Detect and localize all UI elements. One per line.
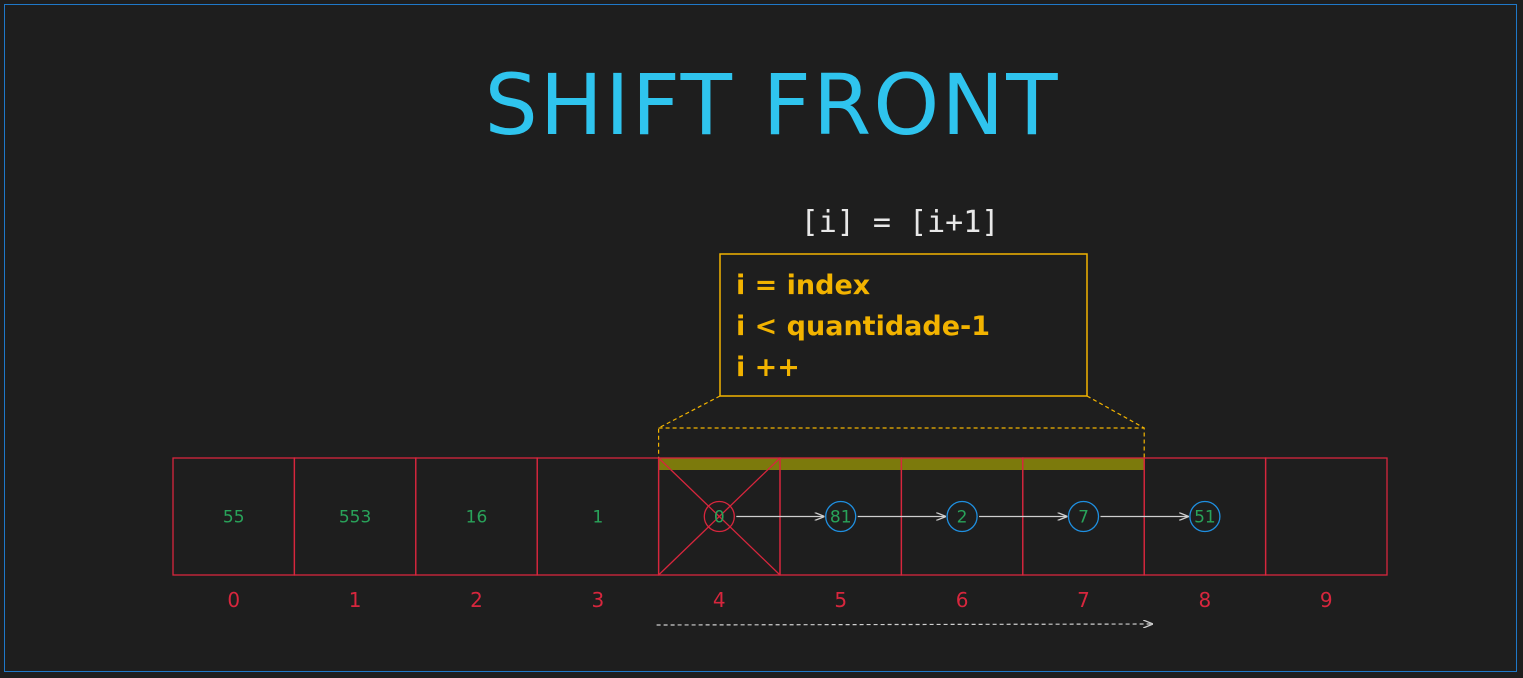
array-index-3: 3: [592, 588, 605, 612]
range-bracket-right: [1086, 395, 1145, 458]
array-value-6: 2: [957, 508, 968, 528]
shift-circle-6: [946, 500, 978, 533]
shift-circle-7: [1067, 500, 1100, 533]
iteration-direction-arrow: [656, 624, 1153, 625]
array-index-2: 2: [470, 588, 483, 612]
loop-box: [719, 253, 1088, 397]
array-index-8: 8: [1199, 588, 1212, 612]
array-value-3: 1: [592, 508, 603, 528]
shift-formula: [i] = [i+1]: [801, 205, 1000, 240]
canvas-frame: [4, 4, 1517, 672]
array-value-1: 553: [339, 508, 371, 528]
array-value-2: 16: [466, 508, 488, 528]
array-index-9: 9: [1320, 588, 1333, 612]
array-index-5: 5: [834, 588, 847, 612]
shift-circle-5: [825, 500, 857, 533]
array-value-4: 0: [714, 508, 725, 528]
array-value-7: 7: [1078, 508, 1089, 528]
array-value-5: 81: [830, 508, 852, 528]
array-index-7: 7: [1077, 588, 1090, 612]
loop-init: i = index: [736, 270, 870, 301]
loop-condition: i < quantidade-1: [736, 311, 990, 342]
diagram-title: SHIFT FRONT: [484, 56, 1059, 154]
removed-cross-line-b: [658, 457, 781, 576]
array-layer: 55 553 16 1 0 81 2 7 51 0 1 2 3 4 5 6 7 8 9: [172, 395, 1388, 625]
loop-increment: i ++: [736, 352, 800, 383]
range-bracket-left: [658, 395, 721, 458]
array-index-1: 1: [349, 588, 362, 612]
array-index-0: 0: [227, 588, 240, 612]
shift-circle-4: [703, 500, 735, 533]
array-value-8: 51: [1194, 508, 1216, 528]
array-index-4: 4: [713, 588, 726, 612]
array-value-0: 55: [223, 508, 245, 528]
array-index-6: 6: [956, 588, 969, 612]
shift-circle-8: [1189, 500, 1221, 533]
array-cell-9: [1264, 457, 1388, 576]
